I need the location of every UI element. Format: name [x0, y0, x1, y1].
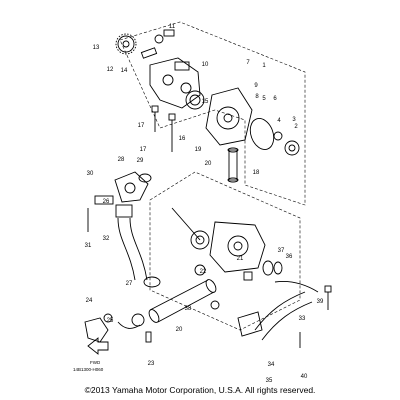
callout-10: 10 [202, 62, 209, 68]
callout-4: 4 [277, 118, 281, 124]
callout-32: 32 [103, 236, 110, 242]
clamp-23 [194, 264, 206, 276]
callout-13: 13 [93, 45, 100, 51]
callout-34: 34 [268, 362, 275, 368]
callout-7: 7 [246, 60, 250, 66]
gasket-31 [138, 173, 152, 183]
callout-9: 9 [254, 83, 258, 89]
bolts-17 [151, 105, 176, 152]
callout-40: 40 [301, 374, 308, 380]
callout-20: 20 [176, 327, 183, 333]
lower-assembly-boundary [149, 171, 301, 331]
callout-20: 20 [205, 161, 212, 167]
callout-15: 15 [202, 99, 209, 105]
thermostat-housing [114, 171, 149, 203]
callout-30: 30 [87, 171, 94, 177]
clamp-29 [143, 276, 161, 288]
clamp-25 [131, 313, 145, 327]
o-ring-large [249, 118, 275, 150]
callout-3: 3 [292, 117, 296, 123]
callout-28: 28 [118, 157, 125, 163]
callout-24: 24 [86, 298, 93, 304]
callout-22: 22 [200, 269, 207, 275]
callout-37: 37 [278, 248, 285, 254]
callout-35: 35 [266, 378, 273, 384]
callout-29: 29 [137, 158, 144, 164]
callout-16: 16 [179, 136, 186, 142]
diagram-code: 14B1300-H060 [73, 367, 104, 372]
bearing [185, 90, 205, 110]
hose-21 [148, 279, 217, 323]
callout-14: 14 [121, 68, 128, 74]
callout-5: 5 [262, 96, 266, 102]
fitting-24 [117, 321, 152, 343]
drive-gear [115, 33, 137, 55]
pump-cover [205, 87, 253, 146]
copyright-notice: ©2013 Yamaha Motor Corporation, U.S.A. A… [84, 385, 316, 395]
seal-small [273, 131, 283, 141]
bolt-40 [210, 300, 220, 310]
callout-23: 23 [148, 361, 155, 367]
callout-17: 17 [138, 123, 145, 129]
bracket-36 [237, 311, 263, 337]
pipe-35 [254, 281, 319, 341]
callout-1: 1 [262, 63, 266, 69]
o-rings-lower [262, 260, 283, 276]
pipe-27 [115, 204, 148, 281]
callout-27: 27 [126, 281, 133, 287]
callout-11: 11 [169, 24, 176, 30]
bolt-41 [324, 285, 332, 310]
callout-6: 6 [273, 96, 277, 102]
callout-17: 17 [140, 147, 147, 153]
callout-25: 25 [107, 318, 114, 324]
callout-26: 26 [103, 199, 110, 205]
upper-assembly-boundary [119, 21, 306, 206]
impeller-shaft [171, 207, 210, 250]
callout-39: 39 [317, 299, 324, 305]
pump-housing-upper [149, 57, 201, 109]
hose-fitting-left [84, 313, 113, 343]
callout-36: 36 [286, 254, 293, 260]
water-pump-seal [284, 140, 300, 156]
callout-12: 12 [107, 67, 114, 73]
callout-18: 18 [253, 170, 260, 176]
callout-38: 38 [185, 306, 192, 312]
pipe-19 [227, 147, 239, 183]
pump-shaft-upper [140, 29, 175, 59]
front-label: FWD [90, 360, 101, 365]
bracket-28 [94, 195, 114, 205]
callout-31: 31 [85, 243, 92, 249]
callout-21: 21 [237, 256, 244, 262]
front-arrow-icon: FWD [87, 337, 109, 365]
callout-8: 8 [255, 94, 259, 100]
callout-2: 2 [294, 124, 298, 130]
callout-33: 33 [299, 316, 306, 322]
callout-19: 19 [195, 147, 202, 153]
pump-body-lower [209, 221, 266, 281]
